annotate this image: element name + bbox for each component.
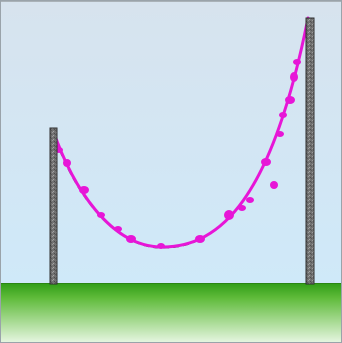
rope-bead [79,186,89,194]
rope-beads [55,59,301,249]
rope-bead [114,226,122,232]
rope-bead [279,112,287,118]
rope-bead [261,158,271,166]
rope-bead [270,181,278,189]
rope-bead [276,131,284,137]
rope-bead [246,197,254,203]
rope-bead [195,235,205,243]
rope-bead [293,59,301,65]
rope-bead [285,96,295,104]
rope-bead [157,243,165,249]
rope-bead [63,159,71,167]
rope-bead [238,205,246,211]
ground [1,283,341,342]
rope-bead [224,210,234,220]
left-pole [49,127,58,285]
right-pole [305,17,315,285]
rope-bead [126,235,136,243]
rope-bead [290,72,298,82]
rope-bead [97,212,105,218]
